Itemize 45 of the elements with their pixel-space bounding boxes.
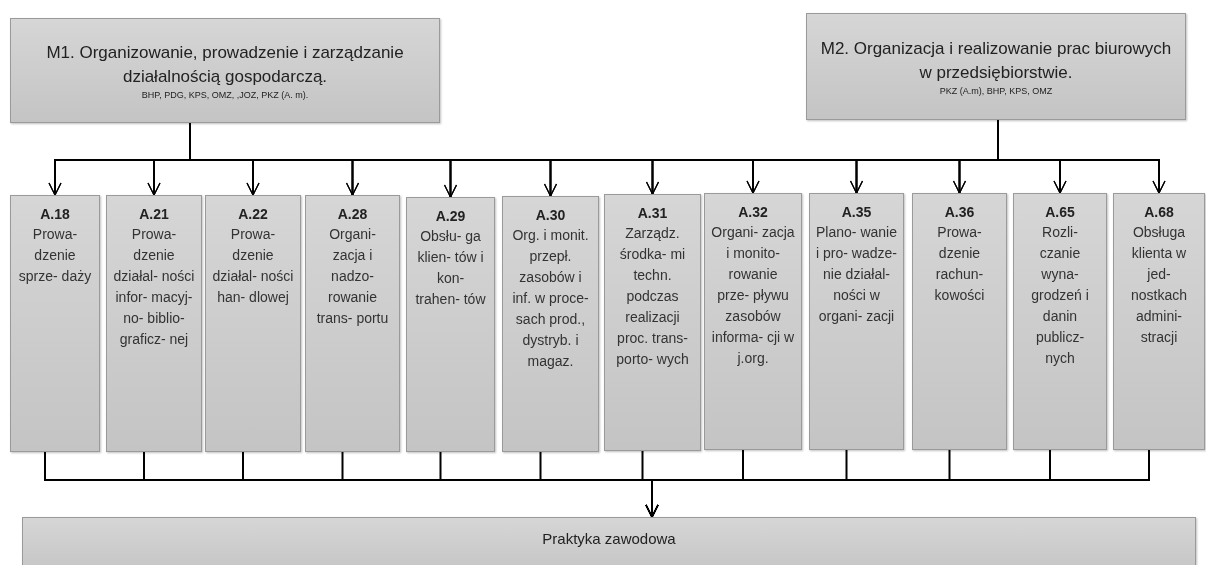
qualification-box [1013,193,1107,450]
connector-arrow [997,119,1166,194]
qualification-code: A.36 [944,203,975,222]
module-box [10,18,440,123]
module-box [806,13,1186,120]
qualification-name: Obsługa klienta w jed- nostkach admini- stracji [1129,223,1188,347]
qualification-box [809,193,904,450]
qualification-code: A.28 [337,205,368,224]
qualification-code: A.30 [535,206,566,225]
qualification-box [305,195,400,452]
qualification-name: Zarządz. środka- mi techn. podczas realizacji proc. trans- porto- wych [615,224,690,369]
qualification-code: A.68 [1144,203,1174,222]
qualification-name: Prowa- dzenie działal- ności infor- macyj- no- biblio- graficz- nej [113,225,195,349]
qualification-box [912,193,1007,450]
qualification-code: A.32 [738,203,768,222]
qualification-code: A.31 [637,204,668,223]
practice-box [22,517,1196,565]
module-subtitle: BHP, PDG, KPS, OMZ, ,JOZ, PKZ (A. m). [141,88,309,101]
module-title: M2. Organizacja i realizowanie prac biurowych w przedsiębiorstwie. [819,37,1173,84]
qualification-name: Organi- zacja i monito- rowanie prze- pływu zasobów informa- cji w j.org. [711,223,795,368]
qualification-code: A.18 [40,205,70,224]
qualification-box [1113,193,1205,450]
qualification-box [604,194,701,451]
qualification-name: Rozli- czanie wyna- grodzeń i danin publicz- nych [1030,223,1090,368]
qualification-name: Prowa- dzenie sprze- daży [17,225,93,286]
qualification-box [10,195,100,452]
qualification-name: Prowa- dzenie rachun- kowości [933,223,986,305]
qualification-code: A.21 [139,205,169,224]
qualification-code: A.35 [841,203,872,222]
qualification-box [502,196,599,452]
module-title: M1. Organizowanie, prowadzenie i zarządzanie działalnością gospodarczą. [45,41,405,88]
qualification-name: Prowa- dzenie działal- ności han- dlowej [212,225,294,307]
qualification-box [406,197,495,452]
qualification-name: Plano- wanie i pro- wadze- nie działal- ności w organi- zacji [816,223,897,326]
practice-label: Praktyka zawodowa [542,529,676,549]
qualification-name: Organi- zacja i nadzo- rowanie trans- portu [315,225,390,328]
qualification-name: Obsłu- ga klien- tów i kon- trahen- tów [414,227,487,309]
qualification-box [205,195,301,452]
qualification-code: A.65 [1045,203,1075,222]
qualification-box [106,195,202,452]
qualification-code: A.29 [435,207,466,226]
qualification-code: A.22 [238,205,268,224]
module-subtitle: PKZ (A.m), BHP, KPS, OMZ [939,84,1053,97]
qualification-box [704,193,802,450]
qualification-name: Org. i monit. przepł. zasobów i inf. w proce- sach prod., dystryb. i magaz. [511,226,590,371]
